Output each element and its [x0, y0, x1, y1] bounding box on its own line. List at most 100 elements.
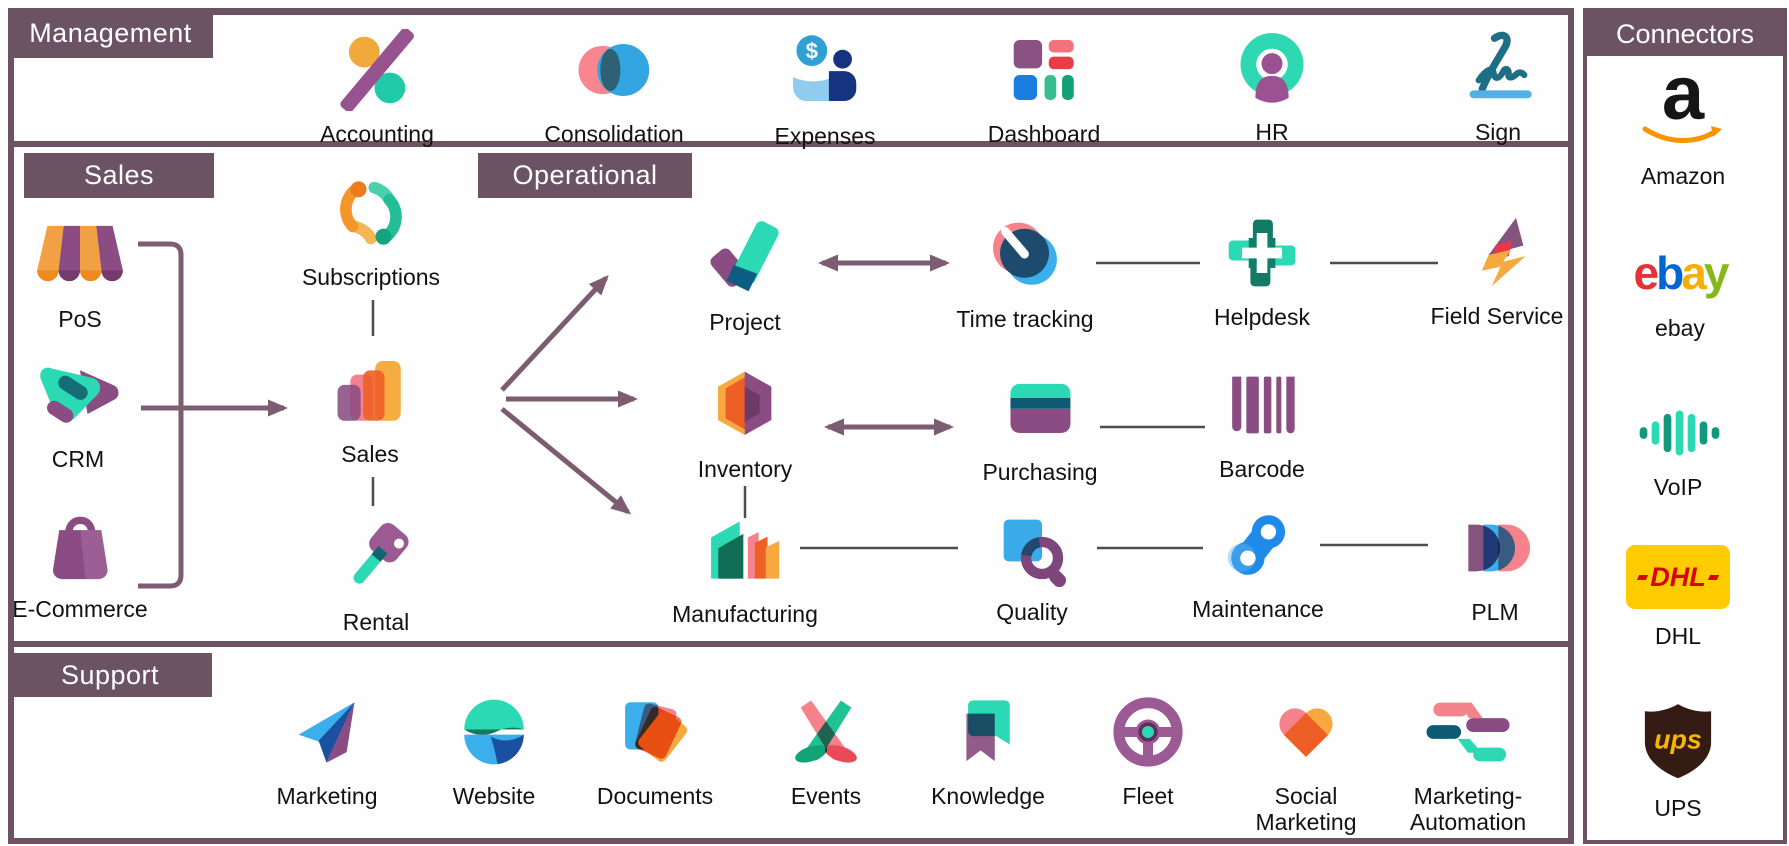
app-label: Documents [596, 783, 714, 809]
app-label: Marketing-Automation [1409, 783, 1527, 836]
app-sales: Sales [329, 346, 411, 467]
helpdesk-icon [1222, 209, 1302, 297]
connector-amazon: a Amazon [1640, 56, 1726, 189]
sales-icon [329, 346, 411, 434]
hr-icon [1230, 24, 1314, 112]
tab-sales-label: Sales [83, 160, 155, 190]
app-label: Website [452, 783, 536, 809]
tab-connectors-label: Connectors [1615, 18, 1755, 49]
app-time-tracking: Time tracking [956, 211, 1094, 332]
ebay-letter-a: a [1681, 247, 1707, 299]
app-rental: Rental [336, 514, 416, 635]
ecommerce-icon [38, 501, 122, 589]
dhl-dash-right [1707, 574, 1719, 580]
app-label: Purchasing [982, 459, 1098, 485]
app-label: Dashboard [987, 121, 1101, 147]
maintenance-icon [1218, 501, 1298, 589]
app-quality: Quality [992, 504, 1072, 625]
app-label: Fleet [1122, 783, 1174, 809]
app-label: Knowledge [931, 783, 1045, 809]
app-label: Consolidation [544, 121, 684, 147]
marketing-icon [285, 688, 369, 776]
app-label: Events [790, 783, 862, 809]
app-marketing: Marketing [277, 688, 377, 809]
app-events: Events [784, 688, 868, 809]
app-label: Project [709, 309, 781, 335]
amazon-letter: a [1661, 51, 1705, 137]
sign-icon [1456, 24, 1540, 112]
app-label: Social Marketing [1255, 783, 1357, 836]
tab-connectors: Connectors [1587, 12, 1783, 56]
tab-operational: Operational [478, 153, 692, 198]
app-sign: Sign [1456, 24, 1540, 145]
tab-management-label: Management [29, 17, 192, 48]
tab-sales: Sales [24, 153, 214, 198]
project-icon [703, 214, 787, 302]
connector-ebay: ebay ebay [1633, 238, 1730, 341]
app-knowledge: Knowledge [931, 688, 1045, 809]
app-label: Inventory [697, 456, 793, 482]
app-label: Field Service [1430, 303, 1564, 329]
border-bottom [8, 838, 1574, 844]
divider-support [8, 641, 1574, 647]
ups-text: ups [1654, 724, 1702, 754]
app-label: Quality [996, 599, 1068, 625]
border-top [8, 8, 1574, 15]
ebay-letter-e: e [1633, 247, 1660, 299]
ebay-logo-icon: ebay [1633, 238, 1730, 308]
app-dashboard: Dashboard [987, 26, 1101, 147]
app-purchasing: Purchasing [982, 364, 1098, 485]
field-service-icon [1458, 208, 1536, 296]
app-documents: Documents [597, 688, 713, 809]
app-fleet: Fleet [1108, 688, 1188, 809]
tab-support-label: Support [60, 659, 160, 690]
app-website: Website [452, 688, 536, 809]
app-inventory: Inventory [697, 361, 793, 482]
quality-icon [992, 504, 1072, 592]
connectors-panel: Connectors [1583, 8, 1787, 844]
app-label: Manufacturing [672, 601, 818, 627]
app-subscriptions: Subscriptions [302, 169, 440, 290]
app-maintenance: Maintenance [1192, 501, 1324, 622]
dhl-logo-icon: DHL [1626, 538, 1730, 616]
bracket-pos-ecommerce [138, 241, 184, 589]
app-consolidation: Consolidation [544, 26, 684, 147]
app-helpdesk: Helpdesk [1214, 209, 1310, 330]
purchasing-icon [1000, 364, 1080, 452]
app-label: CRM [51, 446, 105, 472]
app-label: Maintenance [1192, 596, 1324, 622]
arrow-sales-project [500, 275, 609, 392]
app-label: E-Commerce [12, 596, 148, 622]
tab-support: Support [8, 653, 212, 697]
app-label: Subscriptions [301, 264, 441, 290]
app-label: Sign [1474, 119, 1522, 145]
ebay-letter-y: y [1703, 247, 1730, 299]
border-right-main [1568, 8, 1574, 844]
tab-management: Management [8, 8, 213, 58]
manufacturing-icon [702, 506, 788, 594]
amazon-logo-icon: a [1640, 56, 1726, 156]
app-label: Sales [341, 441, 399, 467]
rental-icon [336, 514, 416, 602]
dhl-text: DHL [1650, 561, 1706, 592]
app-label: Time tracking [956, 306, 1094, 332]
connector-label: UPS [1654, 795, 1702, 821]
connector-label: ebay [1655, 315, 1705, 341]
ebay-letter-b: b [1656, 247, 1684, 299]
app-label: Barcode [1219, 456, 1305, 482]
dhl-dash-left [1637, 574, 1649, 580]
app-crm: CRM [32, 351, 124, 472]
app-label: PoS [58, 306, 102, 332]
tab-operational-label: Operational [512, 160, 658, 190]
knowledge-icon [948, 688, 1028, 776]
consolidation-icon [571, 26, 657, 114]
fleet-icon [1108, 688, 1188, 776]
app-pos: PoS [32, 211, 128, 332]
pos-icon [32, 211, 128, 299]
barcode-icon [1222, 361, 1302, 449]
app-accounting: Accounting [320, 26, 434, 147]
app-ecommerce: E-Commerce [12, 501, 148, 622]
dollar-glyph: $ [805, 38, 818, 63]
app-label: Rental [342, 609, 410, 635]
